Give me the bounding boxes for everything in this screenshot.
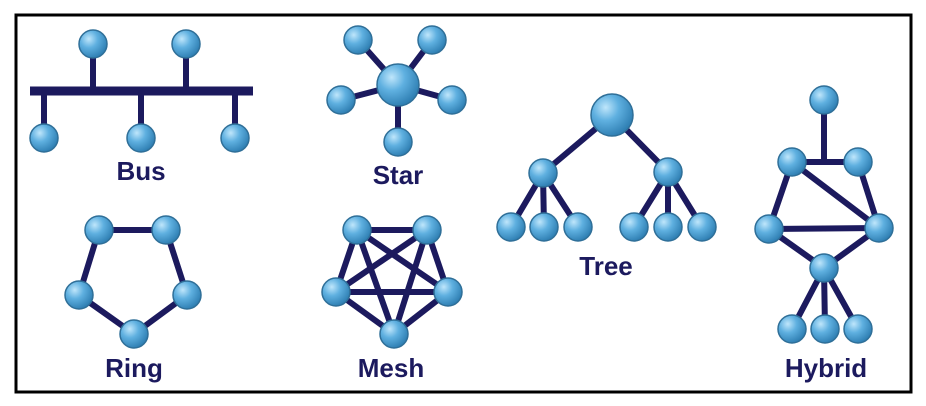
bus-node — [171, 29, 201, 59]
star-hub-node — [376, 63, 420, 107]
hybrid-node — [810, 314, 840, 344]
star-topology: Star — [326, 25, 467, 190]
star-node — [383, 127, 413, 157]
star-node — [326, 85, 356, 115]
mesh-node — [433, 277, 463, 307]
diagram-frame — [14, 13, 913, 394]
tree-topology: Tree — [496, 93, 717, 281]
ring-node — [151, 215, 181, 245]
tree-root-node — [590, 93, 634, 137]
star-label: Star — [373, 160, 424, 190]
ring-node — [64, 280, 94, 310]
star-node — [343, 25, 373, 55]
bus-topology: Bus — [29, 29, 253, 186]
ring-node — [84, 215, 114, 245]
tree-leaf-node — [653, 212, 683, 242]
star-node — [437, 85, 467, 115]
hybrid-node — [809, 85, 839, 115]
hybrid-node — [843, 147, 873, 177]
tree-branch-node — [653, 157, 683, 187]
hybrid-node — [809, 253, 839, 283]
bus-node — [220, 123, 250, 153]
mesh-node — [342, 215, 372, 245]
mesh-topology: Mesh — [321, 215, 463, 383]
hybrid-node — [864, 213, 894, 243]
tree-leaf-node — [496, 212, 526, 242]
mesh-node — [321, 277, 351, 307]
tree-leaf-node — [529, 212, 559, 242]
ring-node — [119, 319, 149, 349]
ring-node — [172, 280, 202, 310]
mesh-label: Mesh — [358, 353, 424, 383]
mesh-link — [391, 227, 430, 337]
bus-node — [29, 123, 59, 153]
mesh-link — [333, 227, 430, 295]
ring-topology: Ring — [64, 215, 202, 383]
bus-node — [78, 29, 108, 59]
hybrid-link — [766, 225, 882, 232]
star-node — [417, 25, 447, 55]
tree-leaf-node — [563, 212, 593, 242]
mesh-link — [354, 227, 397, 337]
tree-leaf-node — [619, 212, 649, 242]
hybrid-node — [754, 214, 784, 244]
mesh-node — [412, 215, 442, 245]
tree-leaf-node — [687, 212, 717, 242]
hybrid-node — [777, 147, 807, 177]
mesh-node — [379, 319, 409, 349]
bus-label: Bus — [116, 156, 165, 186]
hybrid-topology: Hybrid — [754, 85, 894, 383]
tree-branch-node — [528, 158, 558, 188]
hybrid-node — [843, 314, 873, 344]
hybrid-node — [777, 314, 807, 344]
hybrid-link — [789, 159, 882, 231]
tree-label: Tree — [579, 251, 633, 281]
mesh-link — [354, 227, 451, 295]
ring-label: Ring — [105, 353, 163, 383]
hybrid-label: Hybrid — [785, 353, 867, 383]
bus-node — [126, 123, 156, 153]
